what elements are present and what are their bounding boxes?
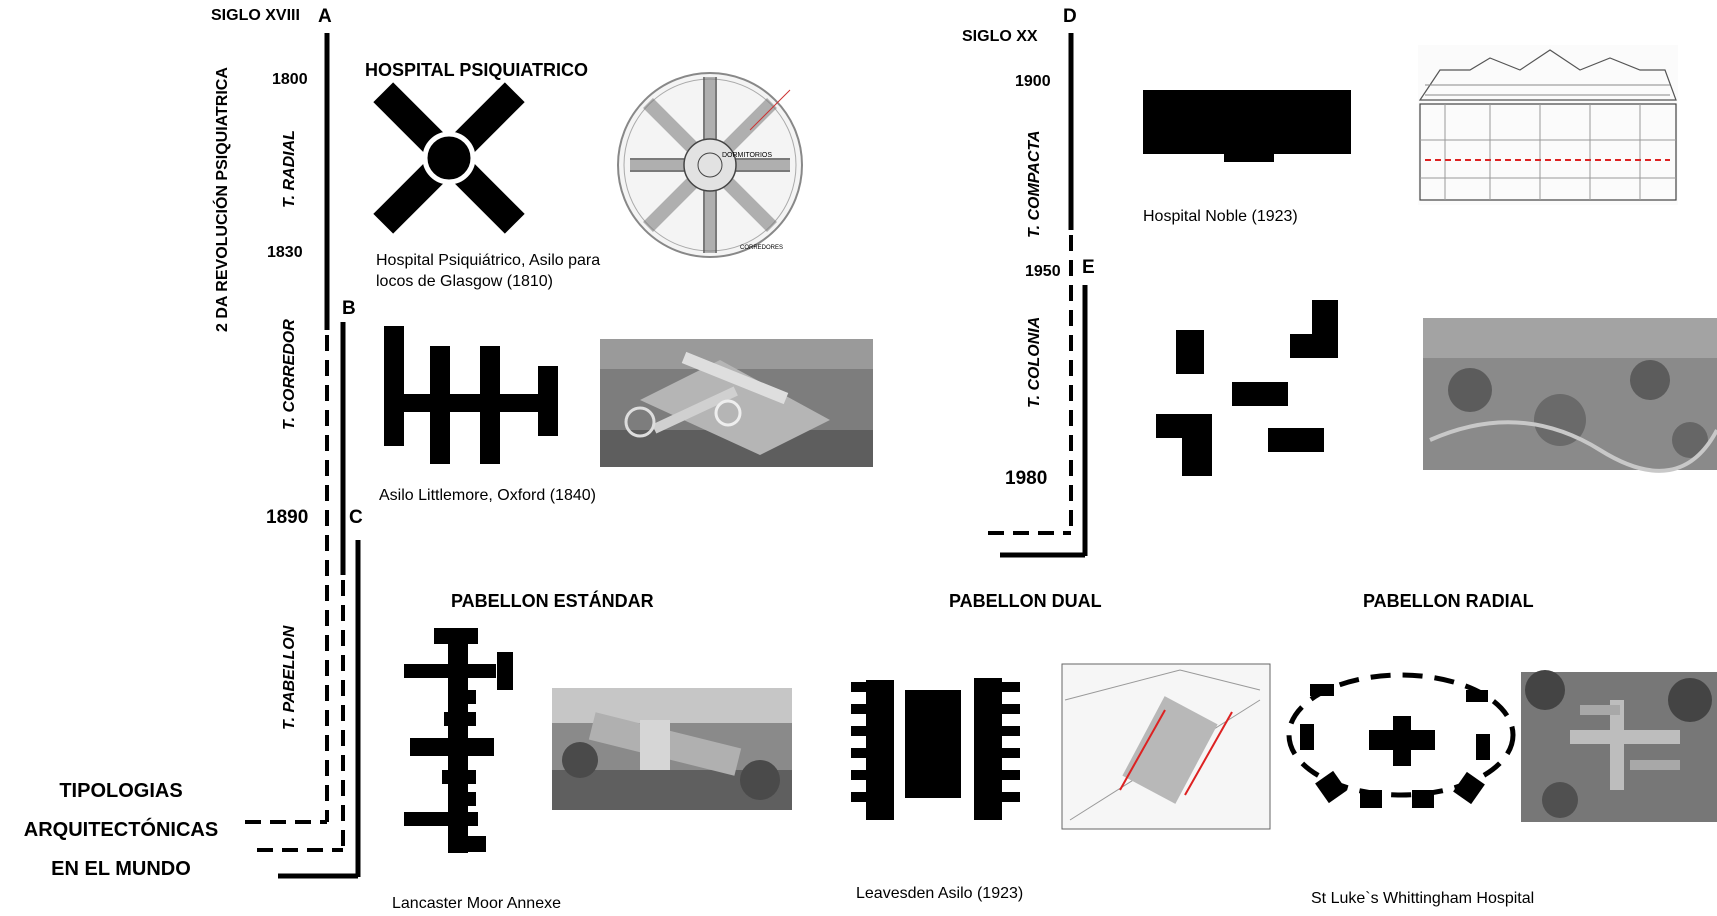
corredor-plan-icon <box>384 326 558 464</box>
colonia-plan-icon <box>1156 300 1338 476</box>
pabellon-dual-section: PABELLON DUAL Leavesden Asilo <box>851 591 1270 902</box>
letter-a: A <box>318 6 332 27</box>
compacta-section: Hospital Noble (1923) <box>1143 45 1678 225</box>
century-20-label: SIGLO XX <box>962 28 1038 45</box>
type-compacta-label: T. COMPACTA <box>1026 130 1043 238</box>
noble-elevation-plan-drawing <box>1418 45 1678 205</box>
dual-plan-icon <box>851 678 1020 820</box>
radial-plan-icon <box>373 82 524 233</box>
pabellon-radial-heading: PABELLON RADIAL <box>1363 591 1534 611</box>
pabellon-estandar-heading: PABELLON ESTÁNDAR <box>451 590 654 611</box>
littlemore-caption: Asilo Littlemore, Oxford (1840) <box>379 487 596 504</box>
type-pabellon-label: T. PABELLON <box>281 625 298 730</box>
corredor-section: Asilo Littlemore, Oxford (1840) <box>379 326 873 504</box>
leavesden-map-drawing <box>1062 664 1270 829</box>
compacta-plan-icon <box>1143 90 1351 162</box>
leavesden-caption: Leavesden Asilo (1923) <box>856 885 1023 902</box>
revolution-label: 2 DA REVOLUCIÓN PSIQUIATRICA <box>212 67 231 332</box>
year-1890: 1890 <box>266 507 308 528</box>
noble-caption: Hospital Noble (1923) <box>1143 208 1298 225</box>
pabellon-radial-section: PABELLON RADIAL St Luke`s Whittingham Ho… <box>1289 591 1717 907</box>
colonia-aerial-photo <box>1423 318 1717 471</box>
type-corredor-label: T. CORREDOR <box>281 319 298 430</box>
letter-d: D <box>1063 6 1077 27</box>
type-radial-label: T. RADIAL <box>281 130 298 208</box>
letter-c: C <box>349 507 363 528</box>
year-1950: 1950 <box>1025 263 1061 280</box>
radial-section: HOSPITAL PSIQUIATRICO DORMITORI <box>365 60 802 290</box>
right-timeline: D SIGLO XX 1900 1950 E 1980 T. COMPACTA … <box>962 6 1095 556</box>
year-1800: 1800 <box>272 71 308 88</box>
pabellon-estandar-section: PABELLON ESTÁNDAR Lancaster Moor Annexe <box>392 590 792 912</box>
pabellon-dual-heading: PABELLON DUAL <box>949 591 1102 611</box>
glasgow-plan-drawing: DORMITORIOS CORREDORES <box>618 73 802 257</box>
hospital-psiquiatrico-heading: HOSPITAL PSIQUIATRICO <box>365 60 588 80</box>
lancaster-aerial-photo <box>552 688 792 810</box>
title-line-1: TIPOLOGIAS <box>59 780 182 802</box>
estandar-plan-icon <box>404 628 513 853</box>
letter-e: E <box>1082 257 1095 278</box>
type-colonia-label: T. COLONIA <box>1026 317 1043 408</box>
colonia-section <box>1156 300 1717 476</box>
year-1830: 1830 <box>267 244 303 261</box>
lancaster-caption: Lancaster Moor Annexe <box>392 895 561 912</box>
title-line-2: ARQUITECTÓNICAS <box>24 817 218 841</box>
left-timeline: SIGLO XVIII A 1800 1830 B 1890 C 2 DA RE… <box>211 6 363 877</box>
letter-b: B <box>342 298 356 319</box>
littlemore-aerial-photo <box>600 339 873 467</box>
title-block: TIPOLOGIAS ARQUITECTÓNICAS EN EL MUNDO <box>24 780 218 880</box>
glasgow-caption-line-2: locos de Glasgow (1810) <box>376 273 553 290</box>
radial-pavilion-plan-icon <box>1289 675 1513 808</box>
glasgow-caption-line-1: Hospital Psiquiátrico, Asilo para <box>376 252 600 269</box>
corredores-label: CORREDORES <box>740 245 783 251</box>
dormitorios-label: DORMITORIOS <box>722 152 772 159</box>
whittingham-caption: St Luke`s Whittingham Hospital <box>1311 890 1534 907</box>
century-18-label: SIGLO XVIII <box>211 7 300 24</box>
whittingham-aerial-photo <box>1521 670 1717 822</box>
year-1980: 1980 <box>1005 468 1047 489</box>
year-1900: 1900 <box>1015 73 1051 90</box>
title-line-3: EN EL MUNDO <box>51 858 191 880</box>
